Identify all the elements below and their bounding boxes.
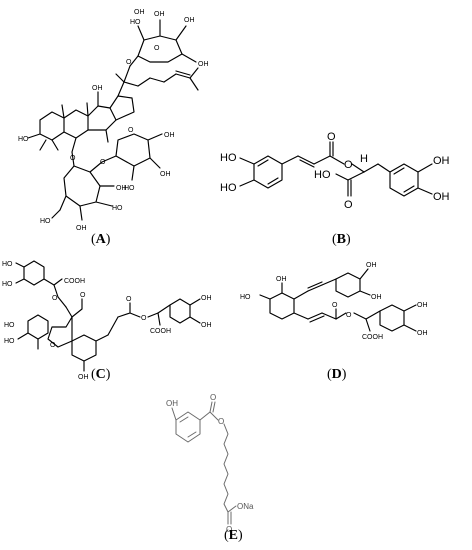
atom-label: OH — [134, 9, 145, 16]
atom-label: OH — [433, 191, 450, 203]
structure-d: HO OH OH OH O O COOH OH OH — [240, 262, 428, 341]
caption-c: (C) — [91, 367, 111, 382]
atom-label: HO — [220, 182, 237, 194]
panel-c: HO HO COOH O O HO HO O OH O O COOH OH OH… — [0, 255, 240, 390]
atom-label: OH — [417, 302, 428, 309]
atom-label: OH — [78, 374, 89, 381]
atom-label: O — [226, 525, 232, 534]
atom-label: O — [50, 342, 56, 349]
atom-label: O — [210, 393, 216, 402]
atom-label: OH — [276, 276, 287, 283]
atom-label: HO — [124, 185, 135, 192]
atom-label: O — [100, 159, 106, 166]
atom-label: O — [344, 199, 353, 211]
atom-label: HO — [2, 281, 13, 288]
atom-label: O — [128, 127, 134, 134]
atom-label: OH — [166, 399, 178, 408]
atom-label: OH — [371, 294, 382, 301]
atom-label: HO — [18, 136, 29, 143]
panel-d: HO OH OH OH O O COOH OH OH (D) — [240, 255, 472, 390]
atom-label: COOH — [150, 328, 171, 335]
panel-b: HO HO O O H HO O OH OH (B) — [218, 120, 472, 250]
atom-label: ONa — [237, 502, 254, 511]
atom-label: OH — [164, 132, 175, 139]
atom-label: O — [332, 302, 338, 309]
atom-label: OH — [366, 262, 377, 269]
atom-label: OH — [201, 322, 212, 329]
atom-label: O — [154, 45, 160, 52]
atom-label: HO — [112, 205, 123, 212]
atom-label: HO — [40, 218, 51, 225]
atom-label: HO — [314, 169, 331, 181]
atom-label: O — [126, 59, 132, 66]
atom-label: OH — [198, 61, 209, 68]
atom-label: HO — [130, 19, 141, 26]
atom-label: OH — [184, 17, 195, 24]
atom-label: O — [346, 312, 352, 319]
atom-label: O — [218, 417, 224, 426]
atom-label: HO — [220, 152, 237, 164]
structure-a: HO HO OH OH O O OH OH HO O O O OH OH HO … — [18, 9, 209, 232]
structure-e: OH O O O ONa — [166, 393, 254, 534]
atom-label: O — [126, 296, 132, 303]
atom-label: H — [360, 153, 368, 165]
caption-e: (E) — [224, 528, 243, 543]
panel-e: OH O O O ONa (E) — [140, 390, 340, 550]
atom-label: COOH — [64, 278, 85, 285]
atom-label: OH — [201, 295, 212, 302]
atom-label: COOH — [362, 334, 383, 341]
caption-a: (A) — [91, 232, 111, 247]
atom-label: O — [327, 131, 336, 143]
structure-c: HO HO COOH O O HO HO O OH O O COOH OH OH — [2, 260, 212, 381]
atom-label: HO — [240, 294, 251, 301]
atom-label: O — [80, 292, 86, 299]
atom-label: O — [141, 315, 147, 322]
structure-b: HO HO O O H HO O OH OH — [220, 131, 450, 211]
caption-d: (D) — [327, 367, 347, 382]
atom-label: HO — [2, 261, 13, 268]
atom-label: OH — [76, 225, 87, 232]
atom-label: O — [52, 295, 58, 302]
caption-b: (B) — [332, 232, 351, 247]
atom-label: OH — [417, 330, 428, 337]
atom-label: O — [70, 155, 76, 162]
atom-label: HO — [4, 338, 15, 345]
atom-label: OH — [92, 85, 103, 92]
atom-label: OH — [116, 185, 127, 192]
atom-label: OH — [160, 171, 171, 178]
atom-label: OH — [154, 11, 165, 18]
atom-label: HO — [4, 322, 15, 329]
atom-label: O — [344, 159, 353, 171]
panel-a: HO HO OH OH O O OH OH HO O O O OH OH HO … — [0, 0, 240, 250]
atom-label: OH — [433, 155, 450, 167]
